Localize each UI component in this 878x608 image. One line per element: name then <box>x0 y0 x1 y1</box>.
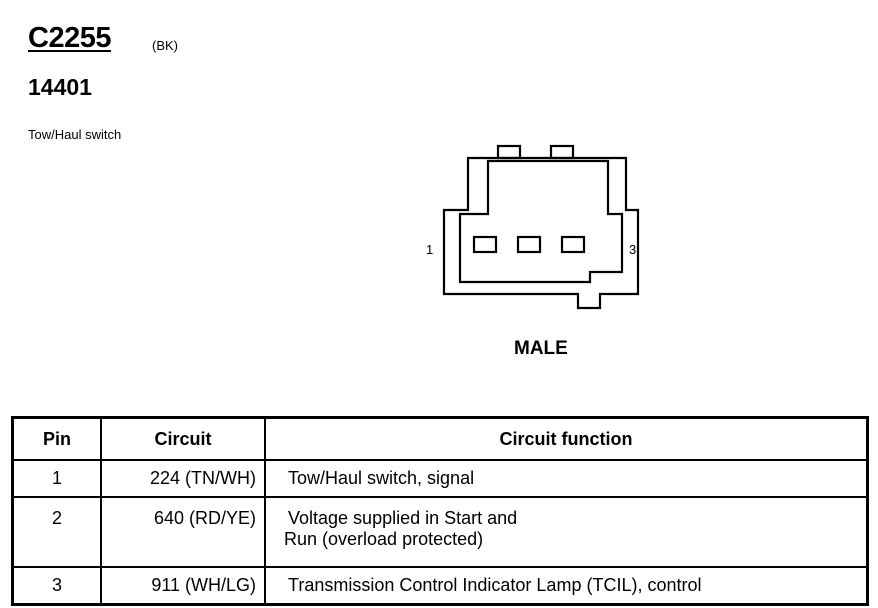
connector-id: C2255 <box>28 22 111 54</box>
connector-face-diagram: 1 3 <box>426 144 640 310</box>
function-line: Voltage supplied in Start and <box>288 508 518 528</box>
pin-number-cell: 1 <box>11 459 102 498</box>
pin-socket-3 <box>560 235 586 254</box>
column-header-function: Circuit function <box>264 416 869 461</box>
circuit-cell: 911 (WH/LG) <box>100 566 266 606</box>
table-row: 2 640 (RD/YE) Voltage supplied in Start … <box>11 496 869 568</box>
function-cell: Tow/Haul switch, signal <box>264 459 869 498</box>
pin-label-right: 3 <box>629 242 636 257</box>
function-cell: Voltage supplied in Start and Run (overl… <box>264 496 869 568</box>
connector-gender-label: MALE <box>514 338 568 359</box>
pin-socket-2 <box>516 235 542 254</box>
connector-housing-outer <box>442 156 640 310</box>
connector-color: (BK) <box>152 38 178 53</box>
pinout-table: Pin Circuit Circuit function 1 224 (TN/W… <box>11 416 869 606</box>
function-line: Transmission Control Indicator Lamp (TCI… <box>288 575 702 595</box>
table-header-row: Pin Circuit Circuit function <box>11 416 869 461</box>
column-header-circuit: Circuit <box>100 416 266 461</box>
table-row: 1 224 (TN/WH) Tow/Haul switch, signal <box>11 459 869 498</box>
table-row: 3 911 (WH/LG) Transmission Control Indic… <box>11 566 869 606</box>
latch-tab-left <box>496 144 522 160</box>
pin-socket-1 <box>472 235 498 254</box>
function-cell: Transmission Control Indicator Lamp (TCI… <box>264 566 869 606</box>
pin-number-cell: 3 <box>11 566 102 606</box>
circuit-cell: 224 (TN/WH) <box>100 459 266 498</box>
circuit-cell: 640 (RD/YE) <box>100 496 266 568</box>
latch-tab-right <box>549 144 575 160</box>
function-line: Tow/Haul switch, signal <box>288 468 475 488</box>
column-header-pin: Pin <box>11 416 102 461</box>
part-number: 14401 <box>28 74 92 100</box>
component-name: Tow/Haul switch <box>28 127 122 142</box>
connector-housing-inner <box>458 159 624 284</box>
pin-label-left: 1 <box>426 242 433 257</box>
pin-number-cell: 2 <box>11 496 102 568</box>
function-line: Run (overload protected) <box>284 529 484 549</box>
